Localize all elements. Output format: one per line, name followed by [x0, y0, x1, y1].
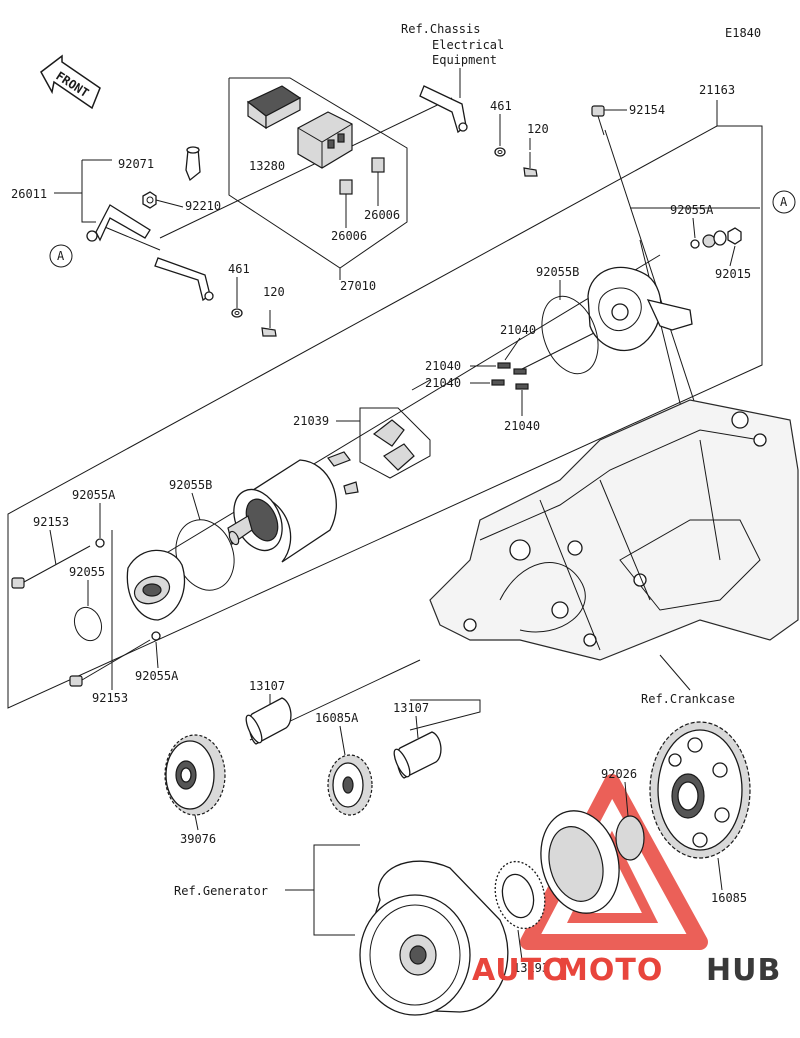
fuse-26006-a: [371, 157, 385, 173]
battery-cable: [86, 146, 201, 242]
part-label: 16085A: [315, 711, 359, 725]
svg-text:A: A: [57, 249, 65, 263]
gear-16085A: [327, 754, 373, 816]
part-label: 13107: [249, 679, 285, 693]
one-way-clutch-housing: [540, 810, 620, 914]
part-label: 92154: [629, 103, 665, 117]
ref-generator-label: Ref.Generator: [174, 884, 268, 898]
bracket-26011: [54, 159, 112, 223]
part-label: 26006: [364, 208, 400, 222]
svg-text:Equipment: Equipment: [432, 53, 497, 67]
part-label: 92055A: [670, 203, 714, 217]
front-arrow-icon: FRONT: [40, 54, 101, 110]
assembly-outline-21163: [7, 100, 763, 709]
washers-92055A-92015: [690, 227, 742, 249]
bolt-92153-bottom: [69, 631, 161, 687]
part-label: 461: [490, 99, 512, 113]
part-label: 92015: [715, 267, 751, 281]
one-way-clutch-13193: [494, 860, 546, 930]
part-label: 13280: [249, 159, 285, 173]
starter-motor: [227, 459, 337, 563]
svg-text:A: A: [780, 195, 788, 209]
bolt-120-bottom: [261, 310, 277, 337]
washer-461-top: [494, 147, 506, 157]
ref-chassis-label: Ref.Chassis Electrical Equipment: [401, 22, 504, 67]
part-label: 13107: [393, 701, 429, 715]
part-label: 92153: [92, 691, 128, 705]
part-label: 21040: [504, 419, 540, 433]
brush-holder: [327, 419, 415, 495]
svg-text:AUTO: AUTO: [472, 953, 569, 988]
part-label: 120: [263, 285, 285, 299]
callout-a-left: A: [49, 244, 73, 268]
assembly-outline-27010: [228, 77, 408, 280]
part-label: 21040: [425, 359, 461, 373]
bolt-92153-top: [11, 538, 105, 589]
part-label: 92026: [601, 767, 637, 781]
part-label: 21040: [500, 323, 536, 337]
nut-92210: [142, 191, 157, 209]
diagram-code: E1840: [725, 26, 761, 40]
gear-16085: [649, 721, 751, 859]
starter-front-cover: [126, 549, 186, 621]
gear-39076: [164, 734, 226, 816]
part-label: 461: [228, 262, 250, 276]
bracket-13107: [409, 699, 481, 731]
chassis-terminal: [419, 85, 468, 134]
part-label: 92055A: [135, 669, 179, 683]
part-label: 92071: [118, 157, 154, 171]
starter-relay: [297, 111, 353, 169]
brush-springs: [491, 362, 529, 390]
crankcase: [429, 399, 799, 661]
bolt-92154: [591, 105, 605, 136]
part-label: 21163: [699, 83, 735, 97]
part-label: 92055B: [169, 478, 212, 492]
svg-text:Electrical: Electrical: [432, 38, 504, 52]
sleeve-13107-a: [245, 697, 292, 745]
ref-crankcase-label: Ref.Crankcase: [641, 692, 735, 706]
washer-461-bottom: [231, 308, 243, 318]
bolt-120-top: [523, 152, 538, 177]
starter-end-cover: [587, 266, 693, 352]
bracket-21039: [336, 407, 431, 479]
generator-rotor: [359, 860, 509, 1016]
fuse-26006-b: [339, 179, 353, 195]
starter-cable: [154, 257, 214, 302]
svg-text:MOTO: MOTO: [558, 953, 663, 988]
part-label: 92055: [69, 565, 105, 579]
bracket-ref-generator: [285, 844, 360, 936]
part-label: 27010: [340, 279, 376, 293]
part-label: 92055A: [72, 488, 116, 502]
part-label: 92153: [33, 515, 69, 529]
svg-text:HUB: HUB: [706, 953, 781, 988]
part-labels: 92071 26011 92210 13280 26006 26006 2701…: [11, 83, 751, 975]
part-label: 26011: [11, 187, 47, 201]
oring-92055B-top: [541, 295, 599, 375]
part-label: 13193: [513, 961, 549, 975]
washer-92026: [615, 815, 645, 861]
sleeve-13107-b: [393, 731, 442, 779]
starter-relay-cover: [246, 85, 302, 130]
part-label: 21040: [425, 376, 461, 390]
watermark-text: AUTO MOTO HUB: [472, 953, 781, 988]
part-label: 92055B: [536, 265, 579, 279]
part-label: 26006: [331, 229, 367, 243]
part-label: 92210: [185, 199, 221, 213]
oring-92055: [73, 606, 103, 642]
part-label: 16085: [711, 891, 747, 905]
svg-text:Ref.Chassis: Ref.Chassis: [401, 22, 480, 36]
part-label: 120: [527, 122, 549, 136]
part-label: 21039: [293, 414, 329, 428]
part-label: 39076: [180, 832, 216, 846]
callout-a-right: A: [772, 190, 796, 214]
